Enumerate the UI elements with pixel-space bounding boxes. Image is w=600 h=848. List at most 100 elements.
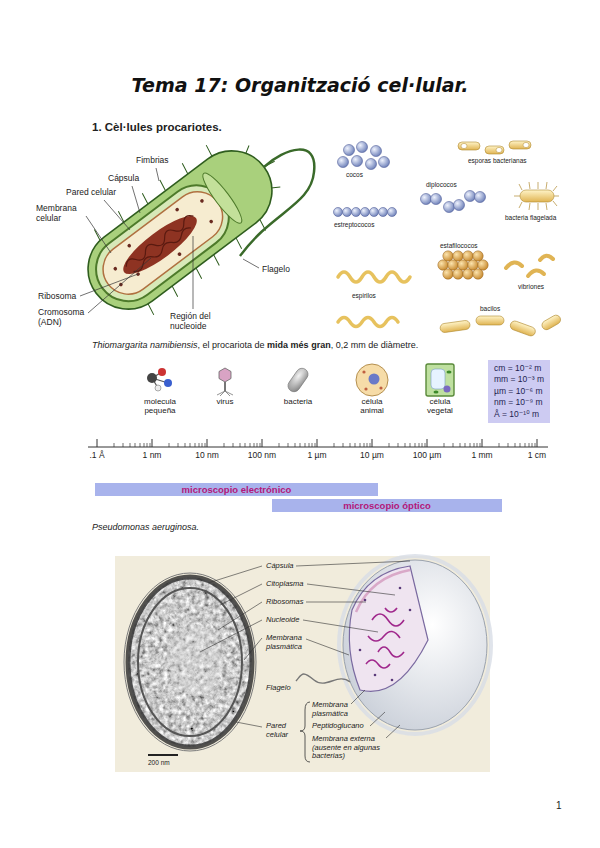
axis-tick-label: 100 µm xyxy=(404,451,450,461)
micrograph xyxy=(138,588,242,736)
coccus-shape xyxy=(366,159,377,170)
caption-line: Thiomargarita namibiensis, el procariota… xyxy=(92,340,418,350)
dna-strand xyxy=(124,213,200,276)
ribosome-dots xyxy=(127,243,132,248)
bacillus-shape xyxy=(540,314,562,332)
spore-shape xyxy=(461,143,467,148)
part-label: Peptidoglucano xyxy=(312,722,364,731)
nucleoid-shape xyxy=(116,208,204,283)
spirillum-shape xyxy=(338,318,398,327)
diplococcus-shape xyxy=(421,191,486,213)
leader-line xyxy=(386,725,400,738)
molecule-icon xyxy=(164,379,172,387)
coccus-shape xyxy=(371,146,382,157)
vibrio-shape xyxy=(506,256,553,276)
bacillus-shape xyxy=(440,314,563,338)
streptococcus-shape xyxy=(352,208,361,217)
staphylococcus-shape xyxy=(453,269,463,279)
shape-label: esporas bacterianas xyxy=(468,157,527,164)
part-label: Ribosoma xyxy=(38,292,76,302)
scale-item-label: molecula pequeña xyxy=(132,397,188,415)
staphylococcus-shape xyxy=(443,269,453,279)
molecule-icon xyxy=(155,385,161,391)
shape-label: bacilos xyxy=(480,305,500,312)
micrograph xyxy=(128,577,252,747)
unit-line: nm = 10⁻⁹ m xyxy=(494,397,544,408)
scale-axis xyxy=(114,443,535,447)
plant-cell-icon xyxy=(426,364,454,396)
cell-3d xyxy=(339,556,491,734)
spore-shape xyxy=(458,141,531,154)
part-label: Ribosomas xyxy=(266,598,304,607)
part-label: Flagelo xyxy=(262,265,290,275)
molecule-icon xyxy=(158,368,166,376)
scale-axis xyxy=(97,439,537,447)
leader-line xyxy=(307,584,395,595)
leader-line xyxy=(208,566,262,583)
ribosome-dots xyxy=(113,266,118,271)
scale-axis xyxy=(88,439,548,447)
staphylococcus-shape xyxy=(453,251,463,261)
virus-icon xyxy=(217,391,233,396)
range-label: microscopio óptico xyxy=(276,500,498,511)
virus-icon xyxy=(219,368,231,382)
unit-line: µm = 10⁻⁶ m xyxy=(494,386,544,397)
spore-shape xyxy=(485,146,504,154)
shape-label: bacteria flagelada xyxy=(505,214,556,221)
coccus-shape xyxy=(379,157,390,168)
range-label: microscopio electrónico xyxy=(99,484,374,495)
shape-label: espirilos xyxy=(352,292,376,299)
staphylococcus-shape xyxy=(473,269,483,279)
leader-line xyxy=(218,602,262,630)
ribosome-dots xyxy=(399,587,402,590)
ribosome-dots xyxy=(391,679,394,682)
virus-icon xyxy=(224,382,226,391)
vibrio-shape xyxy=(540,256,553,260)
axis-tick-label: 10 µm xyxy=(349,451,395,461)
bacterium-icon xyxy=(286,366,311,394)
shape-label: estreptococos xyxy=(334,221,374,228)
leader-line xyxy=(244,638,262,660)
scale-item-label: bacteria xyxy=(276,397,320,406)
spore-shape xyxy=(509,141,531,149)
axis-tick-label: 100 nm xyxy=(239,451,285,461)
animal-cell-icon xyxy=(364,387,367,390)
plant-cell-icon xyxy=(431,369,445,389)
streptococcus-shape xyxy=(388,208,397,217)
coccus-shape xyxy=(338,142,390,170)
spore-shape xyxy=(458,142,480,150)
streptococcus-shape xyxy=(343,208,352,217)
part-label: Citoplasma xyxy=(266,580,304,589)
axis-tick-label: 1 nm xyxy=(129,451,175,461)
shape-label: estafilococos xyxy=(440,242,478,249)
ribosome-dots xyxy=(359,587,412,682)
part-label: Cápsula xyxy=(266,562,294,571)
spirillum-shape xyxy=(338,272,410,327)
spore-shape xyxy=(523,142,529,147)
ribosome-dots xyxy=(409,609,412,612)
animal-cell-icon xyxy=(356,364,388,396)
staphylococcus-shape xyxy=(463,269,473,279)
part-label: Nucleoide xyxy=(266,616,299,625)
page-title: Tema 17: Organització cel·lular. xyxy=(0,74,600,96)
plant-cell-icon xyxy=(444,386,451,393)
vibrio-shape xyxy=(528,270,544,276)
part-label: Membrana celular xyxy=(36,204,82,224)
unit-line: Å = 10⁻¹⁰ m xyxy=(494,409,544,420)
capsule-shape xyxy=(72,135,288,325)
leader-line xyxy=(132,186,140,213)
micrograph xyxy=(167,625,223,695)
molecule-icon xyxy=(147,368,172,391)
nucleoid-strand xyxy=(366,608,404,668)
staphylococcus-shape xyxy=(458,260,468,270)
animal-cell-icon xyxy=(369,374,380,385)
section-heading: 1. Cèl·lules procariotes. xyxy=(92,121,222,134)
streptococcus-shape xyxy=(334,208,397,217)
fimbria-lines xyxy=(91,118,305,315)
leader-line xyxy=(236,722,262,727)
species-name: Pseudomonas aeruginosa. xyxy=(92,522,199,532)
shape-label: diplococos xyxy=(426,181,457,188)
leader-line xyxy=(104,200,130,230)
unit-line: cm = 10⁻² m xyxy=(494,363,544,374)
leader-line xyxy=(200,561,410,738)
